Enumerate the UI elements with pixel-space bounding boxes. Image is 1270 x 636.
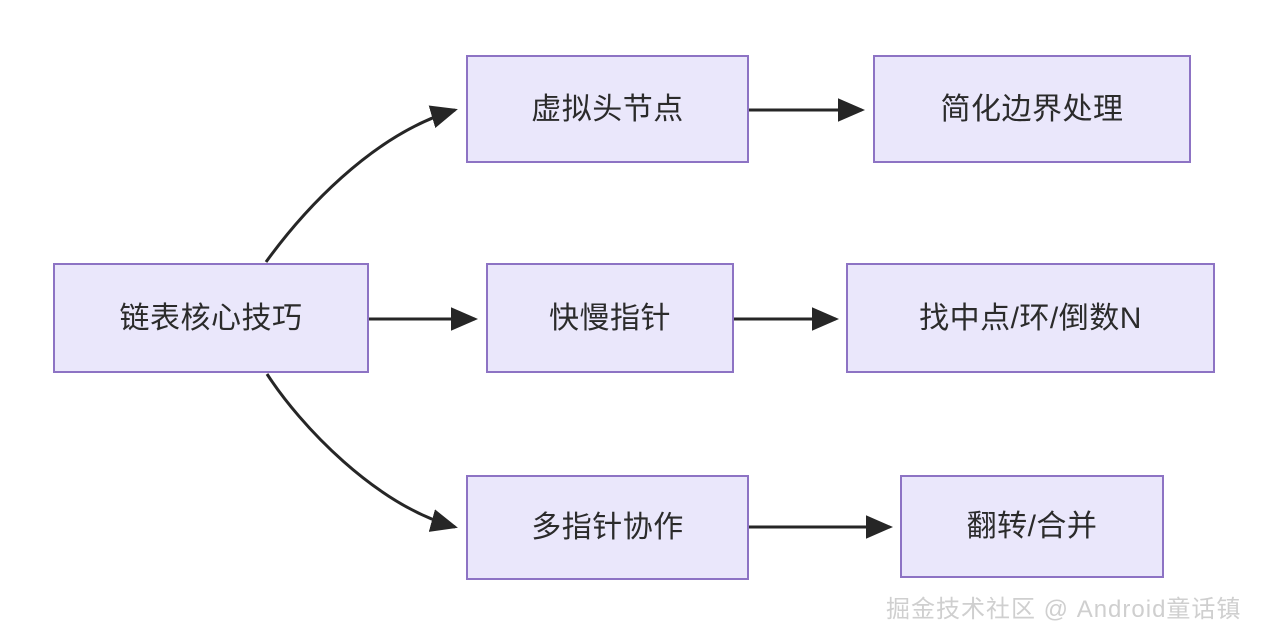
node-simplify-boundary[interactable]: 简化边界处理 <box>873 55 1191 163</box>
watermark-text: 掘金技术社区 @ Android童话镇 <box>886 596 1242 623</box>
node-dummy-head[interactable]: 虚拟头节点 <box>466 55 749 163</box>
node-reverse-merge-label: 翻转/合并 <box>966 510 1098 543</box>
node-reverse-merge[interactable]: 翻转/合并 <box>900 475 1164 578</box>
node-root[interactable]: 链表核心技巧 <box>53 263 369 373</box>
node-dummy-head-label: 虚拟头节点 <box>531 92 684 126</box>
node-simplify-boundary-label: 简化边界处理 <box>940 92 1124 126</box>
node-root-label: 链表核心技巧 <box>119 301 303 335</box>
node-multi-pointer-label: 多指针协作 <box>531 511 684 544</box>
node-find-middle-cycle-kth[interactable]: 找中点/环/倒数N <box>846 263 1215 373</box>
node-multi-pointer[interactable]: 多指针协作 <box>466 475 749 580</box>
node-fast-slow-pointer-label: 快慢指针 <box>549 301 671 335</box>
node-find-middle-cycle-kth-label: 找中点/环/倒数N <box>919 301 1142 335</box>
edge-root-to-dummy-head <box>264 105 458 263</box>
node-fast-slow-pointer[interactable]: 快慢指针 <box>486 263 734 373</box>
edge-root-to-multi-pointer <box>265 373 458 532</box>
